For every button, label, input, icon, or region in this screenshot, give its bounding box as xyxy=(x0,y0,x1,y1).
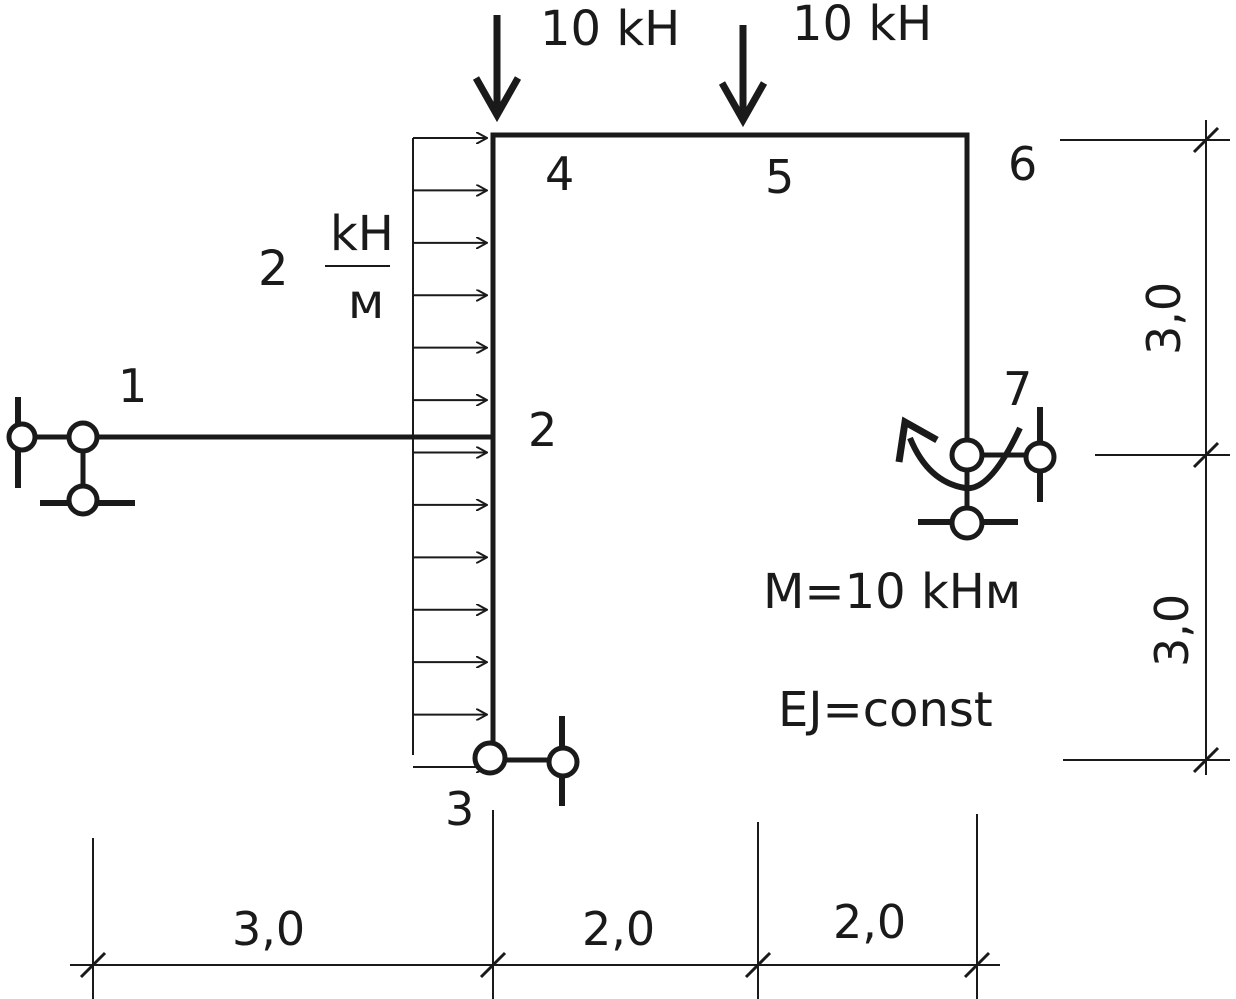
dim-label-h3: 2,0 xyxy=(833,895,906,949)
node-label-4: 4 xyxy=(545,147,574,201)
support-node-3 xyxy=(472,716,580,806)
distributed-load-unit-top: kH xyxy=(330,206,394,262)
dim-label-h1: 3,0 xyxy=(232,902,305,956)
distributed-load-unit-bottom: м xyxy=(348,274,384,330)
distributed-load-arrows xyxy=(413,138,487,767)
node-label-3: 3 xyxy=(445,782,474,836)
force-arrow-2 xyxy=(718,25,768,128)
force-arrow-1 xyxy=(472,15,522,123)
frame-members xyxy=(80,132,970,758)
node-label-6: 6 xyxy=(1008,137,1037,191)
moment-label: M=10 kHм xyxy=(763,564,1021,620)
dim-label-v1: 3,0 xyxy=(1137,282,1191,355)
distributed-load-value: 2 xyxy=(258,241,289,297)
moment-arrow xyxy=(895,416,1023,492)
dimension-lines xyxy=(70,120,1230,999)
dim-label-v2: 3,0 xyxy=(1145,594,1199,667)
node-label-5: 5 xyxy=(765,150,794,204)
support-node-7 xyxy=(918,407,1057,541)
dim-label-h2: 2,0 xyxy=(582,902,655,956)
node-label-2: 2 xyxy=(528,403,557,457)
distributed-load xyxy=(412,138,487,767)
force-label-1: 10 kH xyxy=(540,1,680,57)
node-label-1: 1 xyxy=(118,359,147,413)
stiffness-label: EJ=const xyxy=(778,682,993,738)
support-node-1 xyxy=(6,397,135,517)
force-label-2: 10 kH xyxy=(792,0,932,52)
node-label-7: 7 xyxy=(1003,362,1032,416)
